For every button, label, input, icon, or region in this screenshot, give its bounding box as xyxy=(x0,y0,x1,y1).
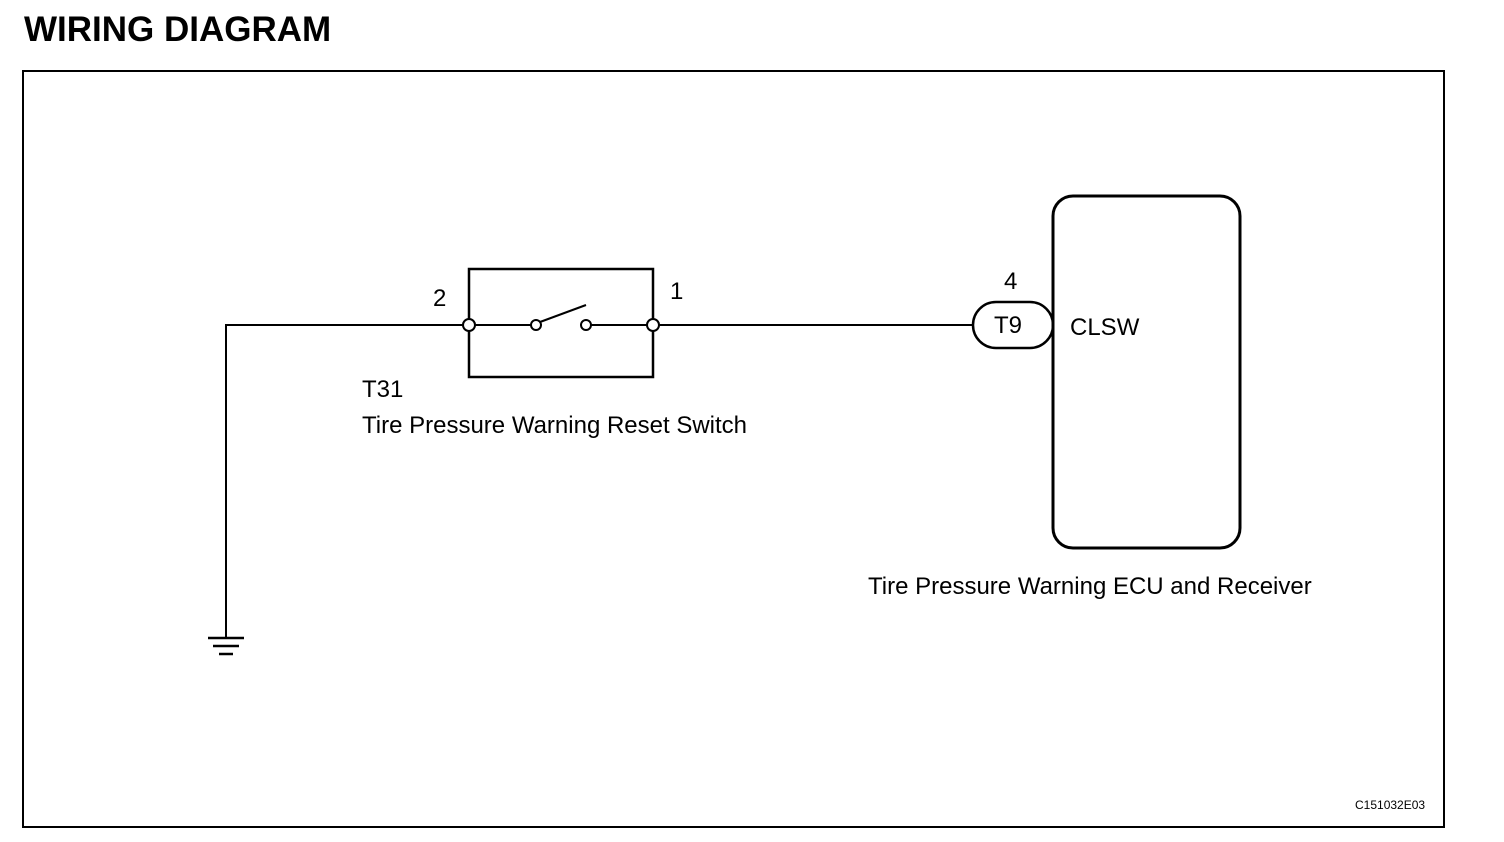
switch-contact-icon xyxy=(469,304,653,331)
ecu-pin-label: 4 xyxy=(1004,268,1017,295)
ecu-box xyxy=(1051,194,1242,550)
ecu-terminal-label: CLSW xyxy=(1070,314,1140,341)
ground-wire xyxy=(225,324,469,638)
switch-terminal-2 xyxy=(462,318,476,332)
page-title: WIRING DIAGRAM xyxy=(24,10,332,49)
switch-box xyxy=(467,267,655,379)
switch-pin-1-label: 1 xyxy=(670,278,683,305)
ecu-connector-label: T9 xyxy=(994,312,1022,339)
figure-code: C151032E03 xyxy=(1355,798,1425,812)
diagram-frame xyxy=(22,70,1445,828)
switch-name-label: Tire Pressure Warning Reset Switch xyxy=(362,412,747,439)
ground-icon xyxy=(208,636,244,656)
switch-pin-2-label: 2 xyxy=(433,285,446,312)
ecu-name-label: Tire Pressure Warning ECU and Receiver xyxy=(868,573,1312,600)
switch-connector-label: T31 xyxy=(362,376,403,403)
switch-terminal-1 xyxy=(646,318,660,332)
